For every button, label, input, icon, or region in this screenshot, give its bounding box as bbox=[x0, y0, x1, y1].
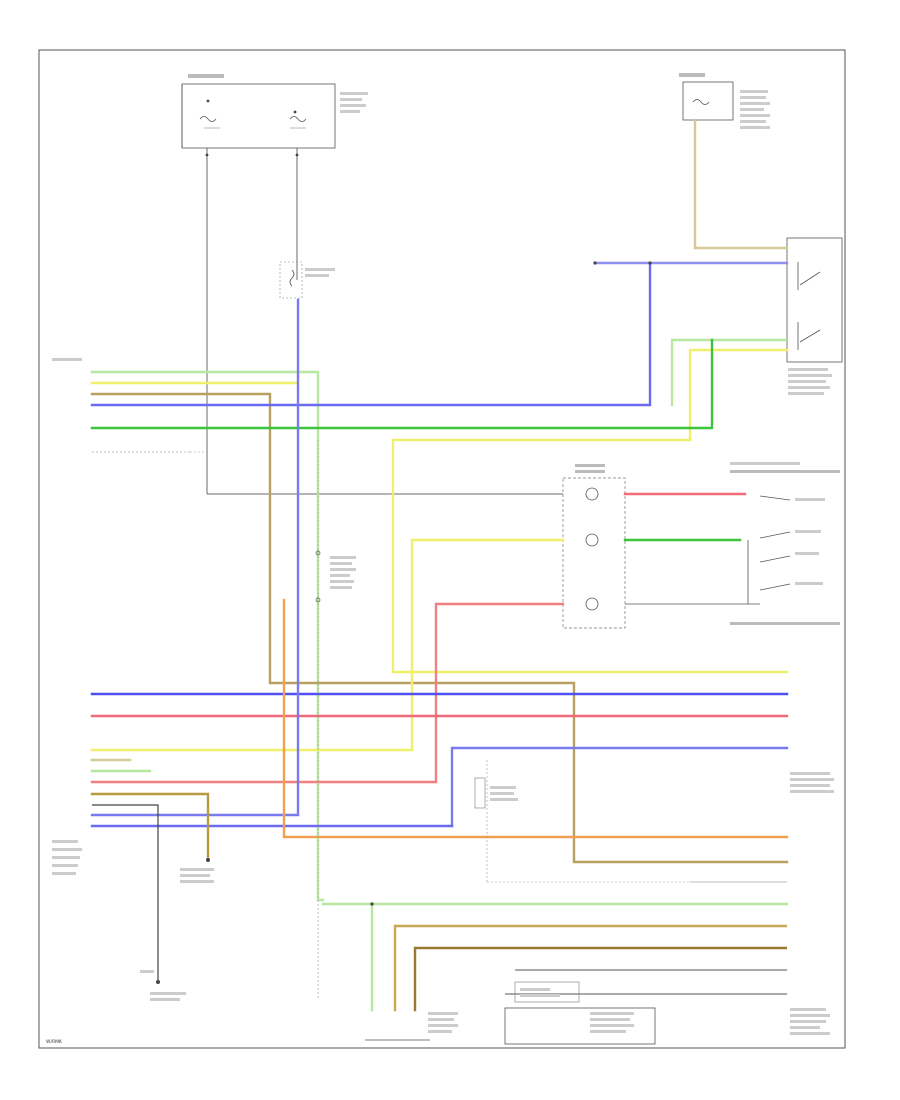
ground-label bbox=[140, 868, 214, 1001]
wire-lightgreen-top bbox=[670, 338, 787, 407]
wire-yellow-loop bbox=[391, 438, 789, 674]
connector-nodes bbox=[156, 153, 652, 984]
right-switch-assembly bbox=[786, 237, 843, 395]
wire-yellow-right bbox=[688, 348, 789, 442]
wire-olive-bottom bbox=[393, 924, 787, 1012]
top-right-fuse-box bbox=[679, 73, 770, 129]
diagram-code: W/RMK bbox=[46, 1039, 63, 1045]
wire-black-ground bbox=[92, 804, 159, 980]
center-module bbox=[562, 464, 626, 629]
wire-brown-bottom bbox=[413, 946, 787, 1012]
top-relay bbox=[279, 261, 335, 299]
wire-olive-left bbox=[90, 792, 210, 862]
wire-brown-1 bbox=[90, 392, 789, 864]
wire-blue-vert bbox=[90, 298, 300, 817]
left-connector-block bbox=[52, 358, 82, 875]
wire-blue-1 bbox=[90, 263, 652, 407]
middle-right-switches bbox=[730, 462, 840, 625]
wire-tan-top bbox=[693, 118, 789, 250]
top-fuse-box bbox=[181, 74, 368, 149]
wire-blue-3 bbox=[450, 746, 789, 828]
bottom-right-labels bbox=[790, 772, 834, 1035]
middle-relay bbox=[315, 550, 356, 603]
diagram-frame bbox=[38, 49, 846, 1049]
wire-yellow-2 bbox=[90, 538, 565, 752]
bottom-module bbox=[365, 981, 656, 1045]
wire-orange bbox=[282, 598, 789, 839]
right-middle-component bbox=[474, 777, 518, 809]
